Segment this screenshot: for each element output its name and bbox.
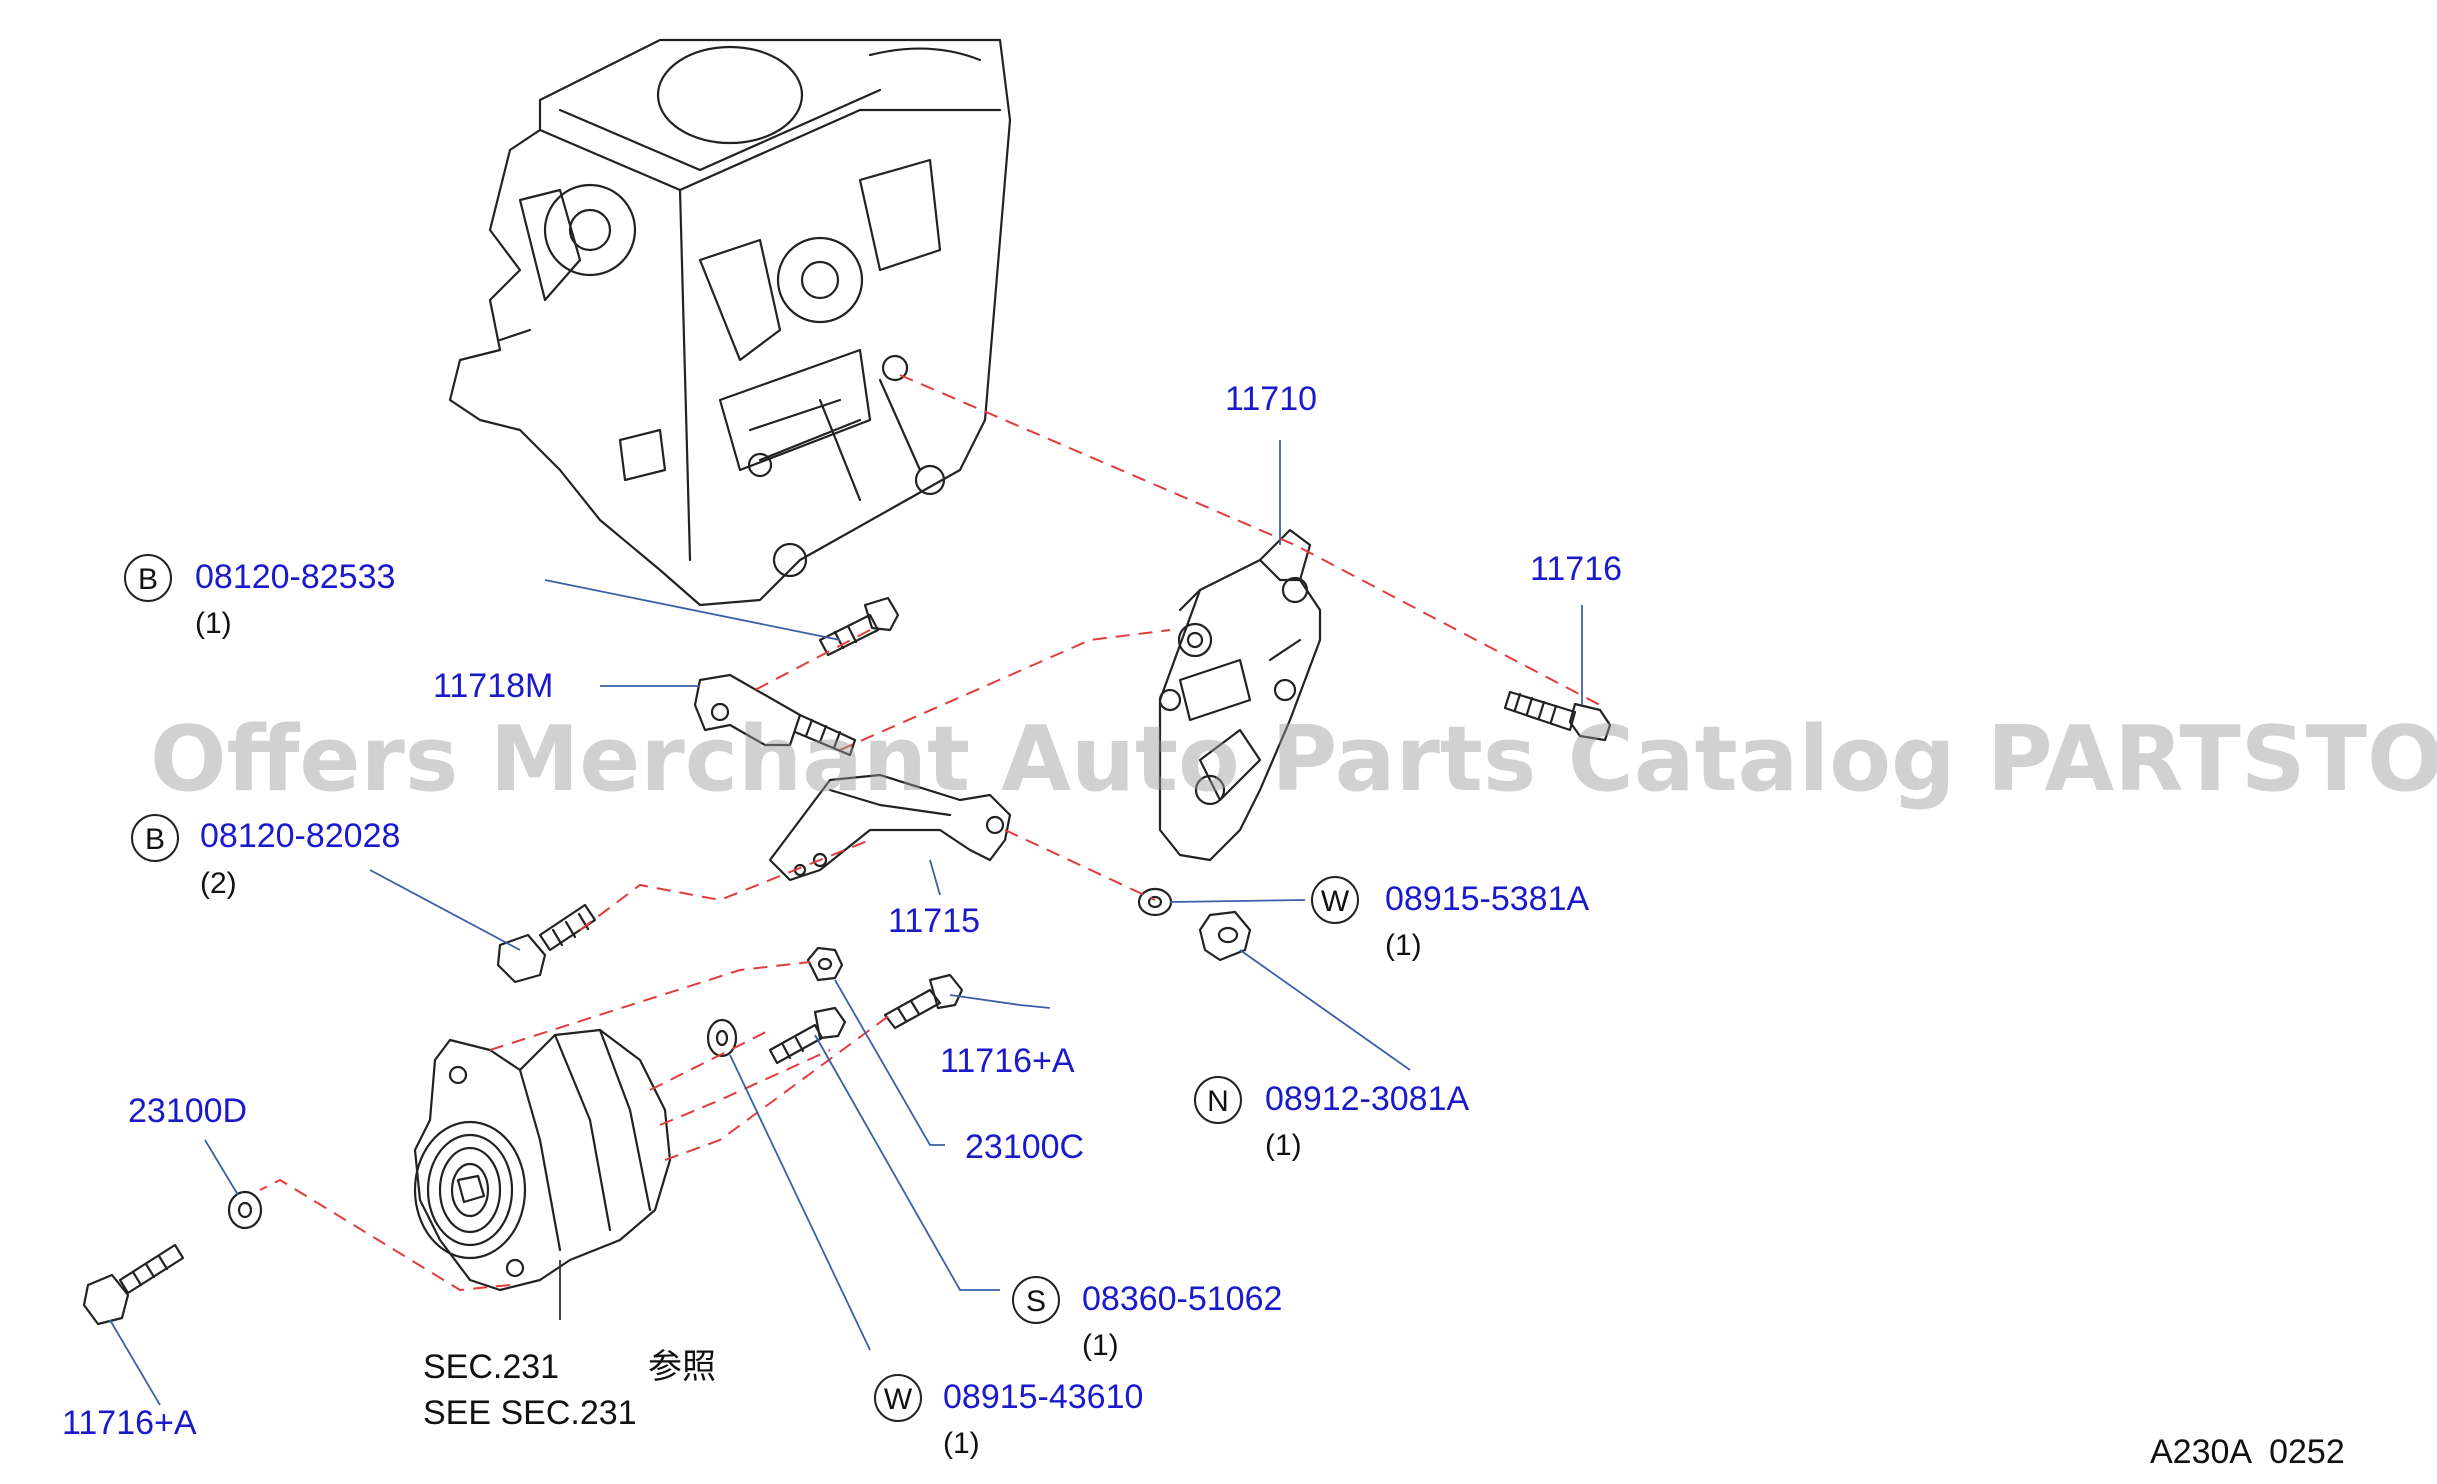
callout-11716[interactable]: 11716 [1530, 550, 1622, 588]
callout-23100D[interactable]: 23100D [128, 1092, 247, 1130]
bolt-08120-82533-drawing [818, 596, 900, 657]
washer-23100D-drawing [227, 1190, 263, 1230]
callout-11715[interactable]: 11715 [888, 902, 980, 940]
quantity: (2) [200, 867, 237, 900]
badge-circle [1194, 1076, 1242, 1124]
part-number: 08915-43610 [943, 1378, 1143, 1416]
callout-11718M[interactable]: 11718M [433, 667, 553, 705]
nut-23100C-drawing [806, 946, 844, 982]
bolt-08360-51062-drawing [768, 1006, 847, 1065]
callout-11716A-right[interactable]: 11716+A [940, 1042, 1075, 1080]
badge-letter: W [884, 1383, 913, 1416]
bracket-11718M-drawing [693, 673, 857, 757]
badge-letter: B [145, 823, 165, 856]
part-number: 08120-82533 [195, 558, 395, 596]
watermark-text: Offers Merchant Auto Parts Catalog PARTS… [150, 707, 2437, 812]
bracket-11710-drawing [1158, 528, 1322, 862]
callout-23100C[interactable]: 23100C [965, 1128, 1084, 1166]
badge-circle [124, 554, 172, 602]
see-ref-line1: SEC.231 [423, 1348, 559, 1386]
alternator-drawing [413, 1028, 672, 1292]
quantity: (1) [943, 1427, 980, 1460]
assembly-lines [259, 374, 1601, 1292]
callout-n-08912-3081A[interactable]: N 08912-3081A (1) [1194, 1076, 1470, 1162]
quantity: (1) [1082, 1329, 1119, 1362]
badge-letter: B [138, 563, 158, 596]
badge-circle [1012, 1276, 1060, 1324]
engine-block-drawing [448, 38, 1012, 607]
leader-lines [109, 440, 1583, 1406]
see-section-reference[interactable]: SEC.231 参照 SEE SEC.231 [423, 1348, 716, 1432]
part-number: 08912-3081A [1265, 1080, 1470, 1118]
bolt-11716A-left-drawing [82, 1243, 185, 1326]
part-number: 08120-82028 [200, 817, 400, 855]
diagram-code: A230A 0252 [2150, 1433, 2345, 1471]
callout-b-08120-82028[interactable]: B 08120-82028 (2) [131, 814, 400, 900]
see-ref-japanese: 参照 [648, 1348, 716, 1386]
badge-circle [874, 1374, 922, 1422]
quantity: (1) [195, 607, 232, 640]
bolt-11716A-right-drawing [883, 973, 964, 1030]
bolt-11716-drawing [1503, 690, 1612, 742]
callout-s-08360-51062[interactable]: S 08360-51062 (1) [1012, 1276, 1282, 1362]
badge-letter: N [1207, 1085, 1229, 1118]
washer-08915-5381A-drawing [1137, 887, 1173, 917]
callout-11716A-left[interactable]: 11716+A [62, 1404, 197, 1442]
badge-circle [1311, 876, 1359, 924]
bracket-11715-drawing [768, 773, 1012, 882]
callout-w-08915-5381A[interactable]: W 08915-5381A (1) [1311, 876, 1590, 962]
nut-08912-3081A-drawing [1198, 910, 1252, 962]
quantity: (1) [1385, 929, 1422, 962]
quantity: (1) [1265, 1129, 1302, 1162]
callout-b-08120-82533[interactable]: B 08120-82533 (1) [124, 554, 395, 640]
callout-w-08915-43610[interactable]: W 08915-43610 (1) [874, 1374, 1143, 1460]
part-number: 08915-5381A [1385, 880, 1590, 918]
see-ref-line2: SEE SEC.231 [423, 1394, 637, 1432]
bolt-08120-82028-drawing [496, 903, 597, 984]
badge-circle [131, 814, 179, 862]
washer-08915-43610-drawing [706, 1018, 738, 1058]
callout-11710[interactable]: 11710 [1225, 380, 1317, 418]
part-number: 08360-51062 [1082, 1280, 1282, 1318]
badge-letter: W [1321, 885, 1350, 918]
badge-letter: S [1026, 1285, 1046, 1318]
